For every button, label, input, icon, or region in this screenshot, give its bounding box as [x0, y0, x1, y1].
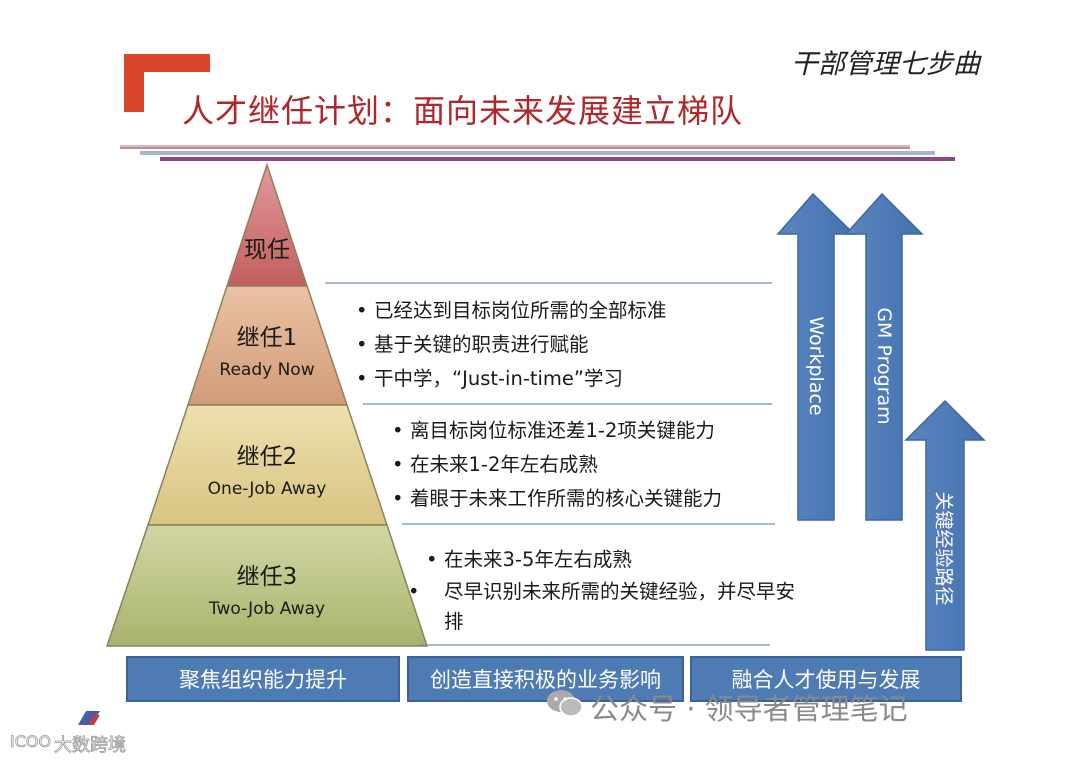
list-item: 基于关键的职责进行赋能: [356, 328, 667, 362]
footer-box-talent-development: 融合人才使用与发展: [690, 656, 962, 702]
list-item: 已经达到目标岗位所需的全部标准: [356, 294, 667, 328]
arrow-label-gm-program: GM Program: [873, 307, 895, 425]
title-bracket-icon: [124, 54, 210, 112]
arrow-label-workplace: Workplace: [805, 316, 827, 416]
pyramid-label-current: 现任: [217, 230, 317, 264]
tier-name: 继任1: [236, 325, 298, 351]
series-label: 干部管理七步曲: [791, 49, 980, 80]
arrow-up-icon: [844, 192, 924, 521]
tier-2-bullets: 离目标岗位标准还差1-2项关键能力 在未来1-2年左右成熟 着眼于未来工作所需的…: [392, 414, 722, 516]
list-item: 尽早识别未来所需的关键经验，并尽早安排: [426, 577, 796, 637]
tier-1-bullets: 已经达到目标岗位所需的全部标准 基于关键的职责进行赋能 干中学，“Just-in…: [356, 294, 667, 396]
arrow-label-key-experience: 关键经验路径: [932, 491, 955, 606]
arrow-up-icon: [904, 399, 986, 651]
wechat-icon: [547, 690, 583, 717]
tier-name: 继任2: [236, 444, 298, 470]
footer-box-capability: 聚焦组织能力提升: [126, 656, 400, 702]
footer-box-business-impact: 创造直接积极的业务影响: [407, 656, 684, 702]
list-item: 着眼于未来工作所需的核心关键能力: [392, 482, 722, 516]
list-item: 在未来3-5年左右成熟: [426, 543, 796, 577]
tier-name: 现任: [244, 237, 290, 263]
list-item: 干中学，“Just-in-time”学习: [356, 362, 667, 396]
logo-icon: [78, 711, 100, 725]
tier-readiness: Ready Now: [219, 360, 315, 380]
pyramid-label-successor-2: 继任2 One-Job Away: [167, 437, 367, 499]
tier-readiness: One-Job Away: [207, 479, 327, 499]
bottom-left-watermark: 大数跨境: [54, 735, 127, 757]
pyramid-label-successor-1: 继任1 Ready Now: [187, 318, 347, 380]
title-divider: [120, 145, 955, 161]
page-title: 人才继任计划：面向未来发展建立梯队: [182, 92, 744, 130]
list-item: 在未来1-2年左右成熟: [392, 448, 722, 482]
tier-3-bullets: 在未来3-5年左右成熟 尽早识别未来所需的关键经验，并尽早安排: [426, 543, 796, 637]
pyramid-tier-3: [105, 524, 429, 647]
tier-name: 继任3: [236, 564, 298, 590]
list-item: 离目标岗位标准还差1-2项关键能力: [392, 414, 722, 448]
bottom-left-logo-icon: ICOO: [10, 732, 52, 752]
tier-readiness: Two-Job Away: [208, 599, 326, 619]
svg-text:ICOO: ICOO: [10, 732, 51, 751]
wechat-watermark: 公众号 · 领导者管理笔记: [590, 692, 908, 726]
pyramid-label-successor-3: 继任3 Two-Job Away: [167, 557, 367, 619]
